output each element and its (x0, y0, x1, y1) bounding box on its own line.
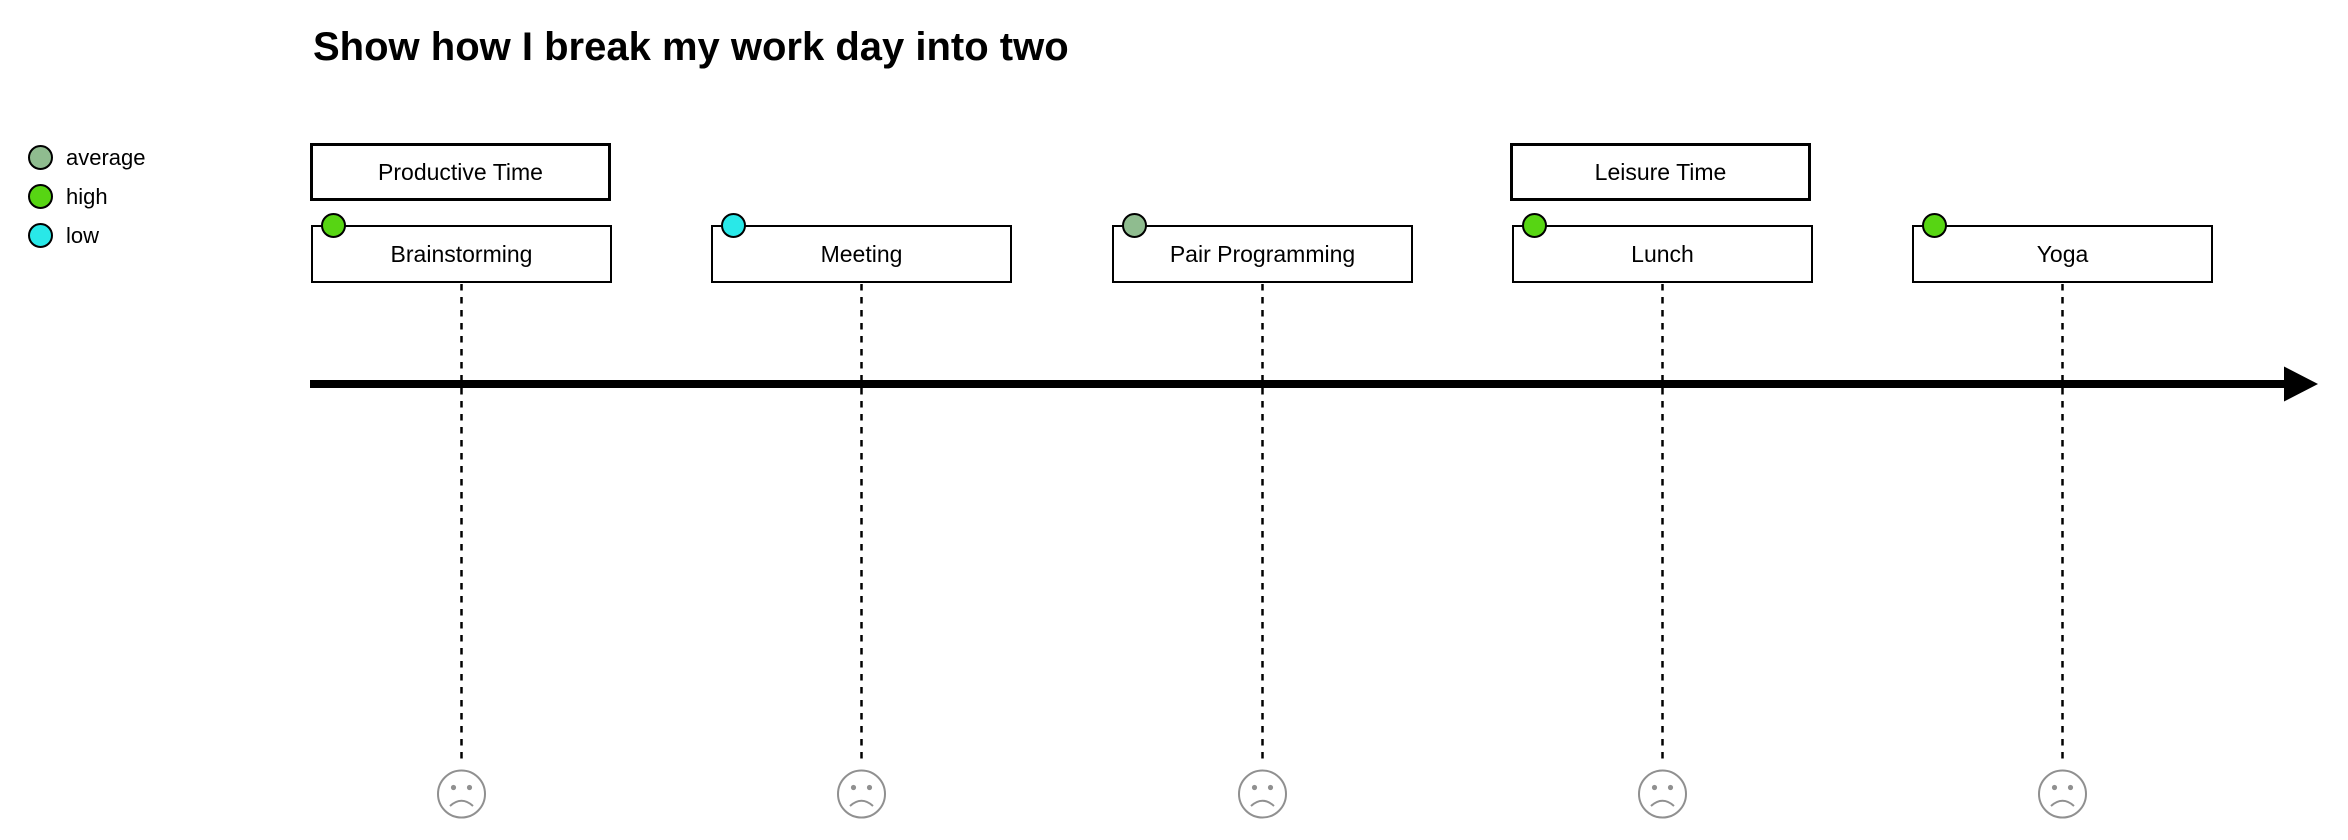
legend-item-high: high (28, 183, 146, 210)
timeline-axis-arrow (310, 366, 2318, 402)
sad-face-icon (1638, 769, 1687, 819)
level-dot-high-icon (320, 212, 346, 238)
legend-swatch-low-icon (28, 223, 53, 248)
level-dot-low-icon (720, 212, 746, 238)
task-box-brainstorming: Brainstorming (311, 225, 612, 283)
sad-face-icon (437, 769, 486, 819)
legend-label: average (66, 144, 146, 170)
diagram-title: Show how I break my work day into two (313, 25, 1069, 69)
sad-face-icon (837, 769, 886, 819)
legend: average high low (28, 144, 146, 261)
legend-item-average: average (28, 144, 146, 171)
legend-item-low: low (28, 222, 146, 249)
task-box-pair-programming: Pair Programming (1112, 225, 1413, 283)
task-box-meeting: Meeting (711, 225, 1012, 283)
level-dot-high-icon (1521, 212, 1547, 238)
section-box-leisure-time: Leisure Time (1510, 143, 1811, 201)
legend-label: high (66, 183, 108, 209)
legend-swatch-high-icon (28, 184, 53, 209)
task-box-lunch: Lunch (1512, 225, 1813, 283)
section-box-productive-time: Productive Time (310, 143, 611, 201)
level-dot-average-icon (1121, 212, 1147, 238)
legend-label: low (66, 222, 100, 248)
level-dot-high-icon (1921, 212, 1947, 238)
legend-swatch-average-icon (28, 145, 53, 170)
sad-face-icon (1238, 769, 1287, 819)
sad-face-icon (2038, 769, 2087, 819)
task-box-yoga: Yoga (1912, 225, 2213, 283)
